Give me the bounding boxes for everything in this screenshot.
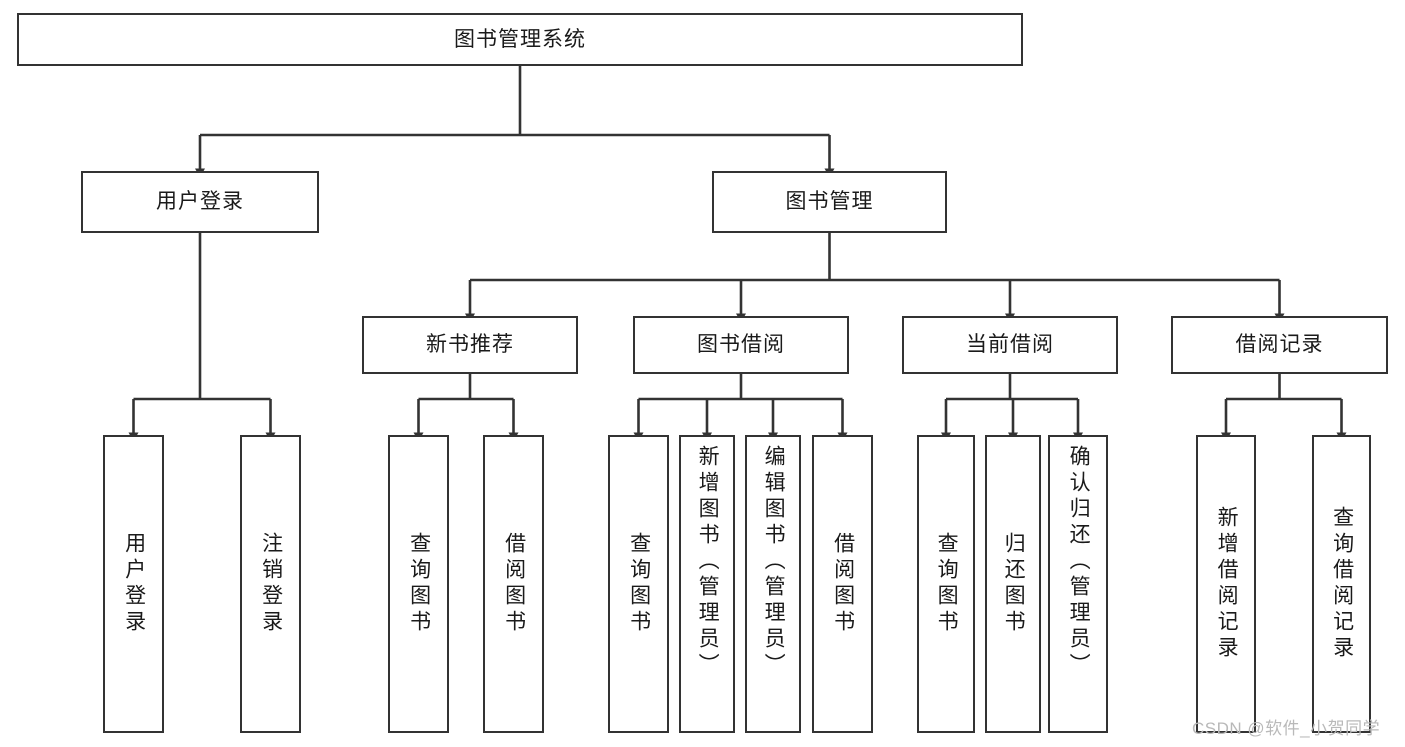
node-label: 图书管理系统	[454, 27, 586, 51]
node-book-borrow[interactable]: 图书借阅	[633, 316, 849, 374]
node-label: 查询图书	[935, 532, 959, 636]
node-book-management[interactable]: 图书管理	[712, 171, 947, 233]
node-leaf-query-books-cb[interactable]: 查询图书	[917, 435, 975, 733]
node-leaf-query-books-bb[interactable]: 查询图书	[608, 435, 669, 733]
node-leaf-return-books[interactable]: 归还图书	[985, 435, 1041, 733]
node-leaf-user-login[interactable]: 用户登录	[103, 435, 164, 733]
node-leaf-confirm-return-admin[interactable]: 确认归还（管理员）	[1048, 435, 1108, 733]
node-label: 新增图书（管理员）	[696, 445, 720, 679]
node-label: 借阅图书	[831, 532, 855, 636]
node-borrow-records[interactable]: 借阅记录	[1171, 316, 1388, 374]
node-label: 图书管理	[785, 190, 874, 214]
node-new-book-recommend[interactable]: 新书推荐	[362, 316, 578, 374]
node-leaf-borrow-books-rec[interactable]: 借阅图书	[483, 435, 544, 733]
node-label: 新书推荐	[426, 333, 514, 357]
node-label: 归还图书	[1002, 532, 1026, 636]
node-leaf-add-book-admin[interactable]: 新增图书（管理员）	[679, 435, 735, 733]
node-label: 编辑图书（管理员）	[762, 445, 786, 679]
node-label: 用户登录	[156, 190, 244, 214]
node-label: 查询借阅记录	[1330, 506, 1354, 662]
node-leaf-logout[interactable]: 注销登录	[240, 435, 301, 733]
node-leaf-edit-book-admin[interactable]: 编辑图书（管理员）	[745, 435, 801, 733]
node-leaf-add-borrow-record[interactable]: 新增借阅记录	[1196, 435, 1256, 733]
node-current-borrow[interactable]: 当前借阅	[902, 316, 1118, 374]
node-label: 借阅记录	[1235, 333, 1324, 357]
csdn-watermark: CSDN @软件_小贺同学	[1192, 719, 1381, 738]
node-label: 用户登录	[122, 532, 146, 636]
node-label: 图书借阅	[697, 333, 785, 357]
node-label: 注销登录	[259, 532, 283, 636]
node-label: 确认归还（管理员）	[1067, 445, 1091, 679]
node-label: 查询图书	[627, 532, 651, 636]
node-leaf-borrow-books-bb[interactable]: 借阅图书	[812, 435, 873, 733]
node-label: 当前借阅	[966, 333, 1054, 357]
node-leaf-query-borrow-record[interactable]: 查询借阅记录	[1312, 435, 1371, 733]
node-label: 借阅图书	[502, 532, 526, 636]
node-user-login[interactable]: 用户登录	[81, 171, 319, 233]
node-root[interactable]: 图书管理系统	[17, 13, 1023, 66]
node-label: 查询图书	[407, 532, 431, 636]
node-leaf-query-books-rec[interactable]: 查询图书	[388, 435, 449, 733]
node-label: 新增借阅记录	[1215, 506, 1239, 662]
